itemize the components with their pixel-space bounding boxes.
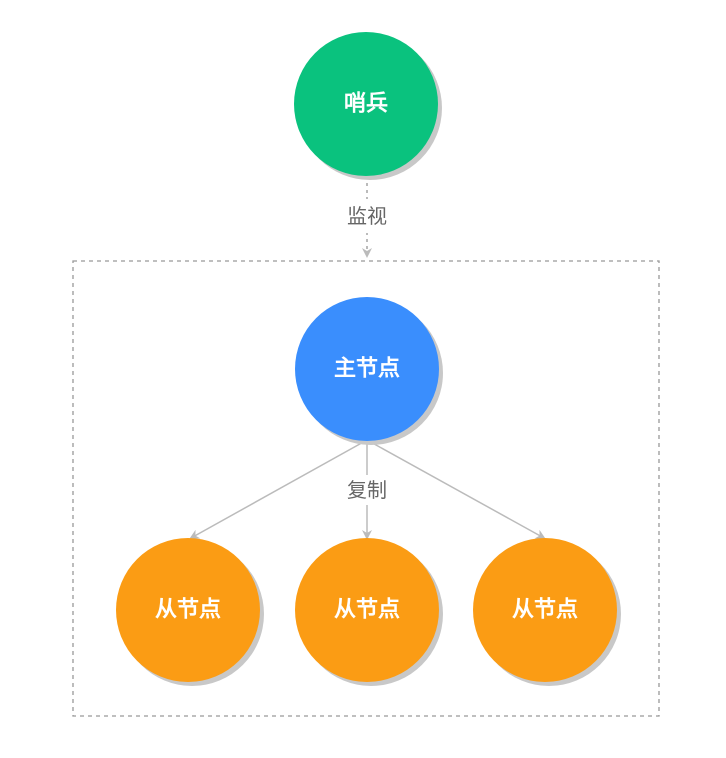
sentinel-node: 哨兵 xyxy=(294,32,442,180)
slave-node-middle: 从节点 xyxy=(295,538,443,686)
slave-label-left: 从节点 xyxy=(155,597,221,623)
master-label: 主节点 xyxy=(334,356,400,382)
replicate-edge-left xyxy=(189,439,368,539)
slave-label-middle: 从节点 xyxy=(334,597,400,623)
monitor-label: 监视 xyxy=(347,204,387,228)
slave-label-right: 从节点 xyxy=(512,597,578,623)
replicate-label: 复制 xyxy=(347,478,387,502)
sentinel-label: 哨兵 xyxy=(344,92,388,117)
master-node: 主节点 xyxy=(295,297,443,445)
slave-node-left: 从节点 xyxy=(116,538,264,686)
slave-node-right: 从节点 xyxy=(473,538,621,686)
replicate-edge-right xyxy=(366,439,546,539)
